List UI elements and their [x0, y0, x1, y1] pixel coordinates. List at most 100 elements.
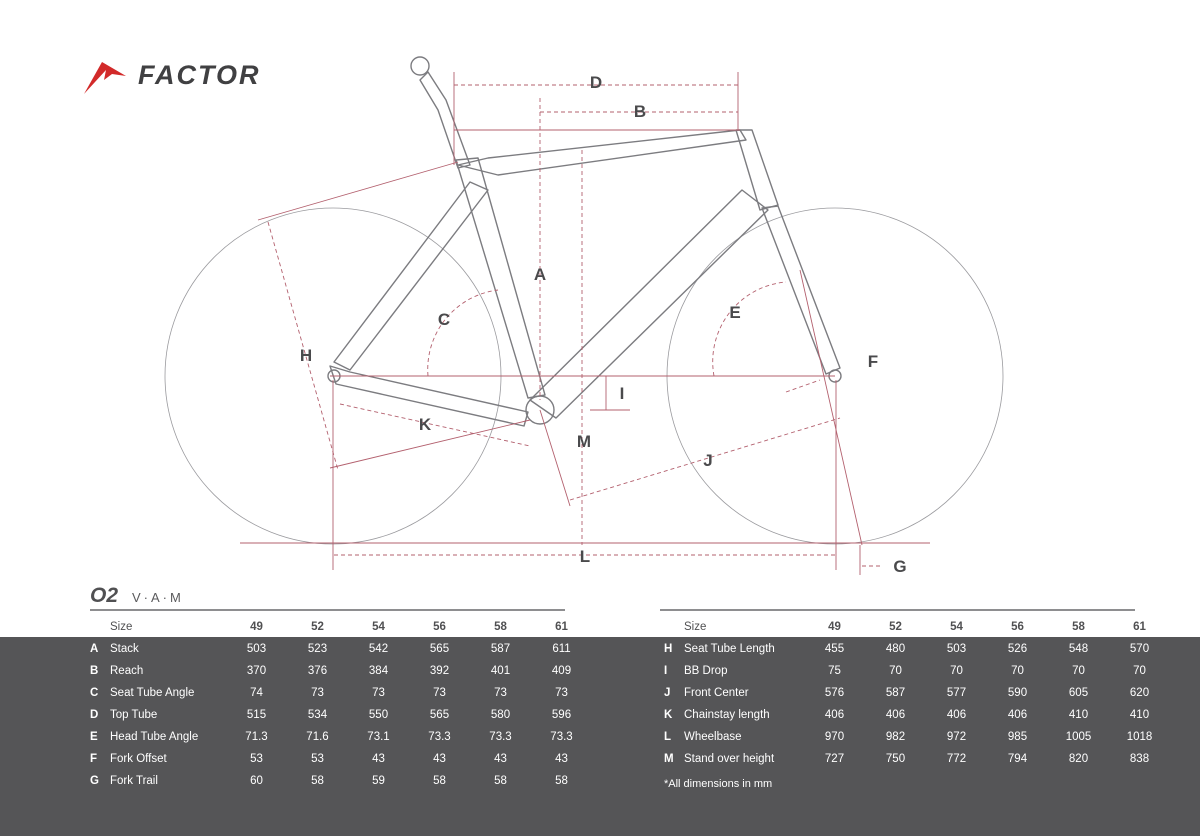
table-cell: 410 [1068, 709, 1089, 721]
table-cell: 542 [368, 643, 389, 655]
table-cell: 455 [824, 643, 845, 655]
header-spacer [90, 616, 110, 638]
table-cell: 611 [552, 643, 571, 655]
label-C: C [438, 310, 450, 329]
size-column-54: 54 [950, 621, 963, 633]
size-column-56: 56 [433, 621, 446, 633]
size-column-61: 61 [555, 621, 568, 633]
table-cell: 406 [1007, 709, 1028, 721]
table-cell: 750 [885, 753, 906, 765]
table-background [0, 637, 1200, 836]
head-tube [735, 129, 779, 211]
table-cell: 970 [824, 731, 845, 743]
model-variant: V·A·M [132, 590, 184, 605]
header-spacer [664, 616, 684, 638]
table-cell: 71.6 [306, 731, 329, 743]
table-cell: 53 [250, 753, 263, 765]
dimension-lines [240, 72, 930, 575]
table-cell: 590 [1007, 687, 1028, 699]
table-cell: 1005 [1065, 731, 1092, 743]
row-label: Fork Offset [110, 753, 167, 765]
down-tube [529, 189, 769, 419]
size-column-49: 49 [250, 621, 263, 633]
seat-stay [333, 181, 489, 371]
table-cell: 370 [246, 665, 267, 677]
row-code: K [664, 709, 673, 721]
row-code: M [664, 753, 674, 765]
table-cell: 43 [433, 753, 446, 765]
factor-wing-logo-icon [84, 62, 126, 94]
size-header: Size [110, 621, 133, 633]
row-label: Fork Trail [110, 775, 158, 787]
table-cell: 75 [828, 665, 841, 677]
table-cell: 73 [433, 687, 446, 699]
row-label: Seat Tube Angle [110, 687, 195, 699]
table-cell: 523 [307, 643, 328, 655]
row-label: Seat Tube Length [684, 643, 775, 655]
table-cell: 43 [555, 753, 568, 765]
table-divider-right [660, 609, 1135, 611]
label-M: M [577, 432, 591, 451]
size-column-52: 52 [311, 621, 324, 633]
table-cell: 620 [1129, 687, 1150, 699]
row-label: Top Tube [110, 709, 158, 721]
label-E: E [729, 303, 740, 322]
table-cell: 570 [1129, 643, 1150, 655]
bike-geometry-diagram: D B A C E F H I K M J L G [164, 56, 1004, 576]
table-cell: 515 [246, 709, 267, 721]
size-column-56: 56 [1011, 621, 1024, 633]
row-code: D [90, 709, 99, 721]
table-cell: 43 [372, 753, 385, 765]
brand-logo: FACTOR [82, 58, 282, 98]
table-cell: 73 [494, 687, 507, 699]
row-label: BB Drop [684, 665, 728, 677]
table-cell: 70 [950, 665, 963, 677]
row-label: Stand over height [684, 753, 775, 765]
table-cell: 384 [368, 665, 389, 677]
table-cell: 565 [429, 709, 450, 721]
label-F: F [868, 352, 878, 371]
seatpost [419, 71, 471, 169]
table-cell: 53 [311, 753, 324, 765]
table-cell: 406 [885, 709, 906, 721]
fork [761, 205, 841, 375]
table-cell: 60 [250, 775, 263, 787]
table-cell: 392 [429, 665, 450, 677]
label-B: B [634, 102, 646, 121]
table-cell: 410 [1129, 709, 1150, 721]
dimension-labels: D B A C E F H I K M J L G [300, 73, 907, 576]
top-tube [457, 129, 747, 176]
table-cell: 70 [1011, 665, 1024, 677]
table-cell: 794 [1007, 753, 1028, 765]
table-cell: 838 [1129, 753, 1150, 765]
table-cell: 772 [946, 753, 967, 765]
table-cell: 580 [490, 709, 511, 721]
table-cell: 587 [490, 643, 511, 655]
brand-name: FACTOR [138, 60, 261, 90]
row-code: G [90, 775, 99, 787]
table-cell: 972 [946, 731, 967, 743]
size-column-49: 49 [828, 621, 841, 633]
label-A: A [534, 265, 546, 284]
size-column-58: 58 [494, 621, 507, 633]
table-cell: 59 [372, 775, 385, 787]
label-G: G [893, 557, 906, 576]
table-cell: 70 [1133, 665, 1146, 677]
table-cell: 73.1 [367, 731, 390, 743]
row-code: F [90, 753, 98, 765]
label-J: J [703, 451, 712, 470]
table-cell: 73 [372, 687, 385, 699]
